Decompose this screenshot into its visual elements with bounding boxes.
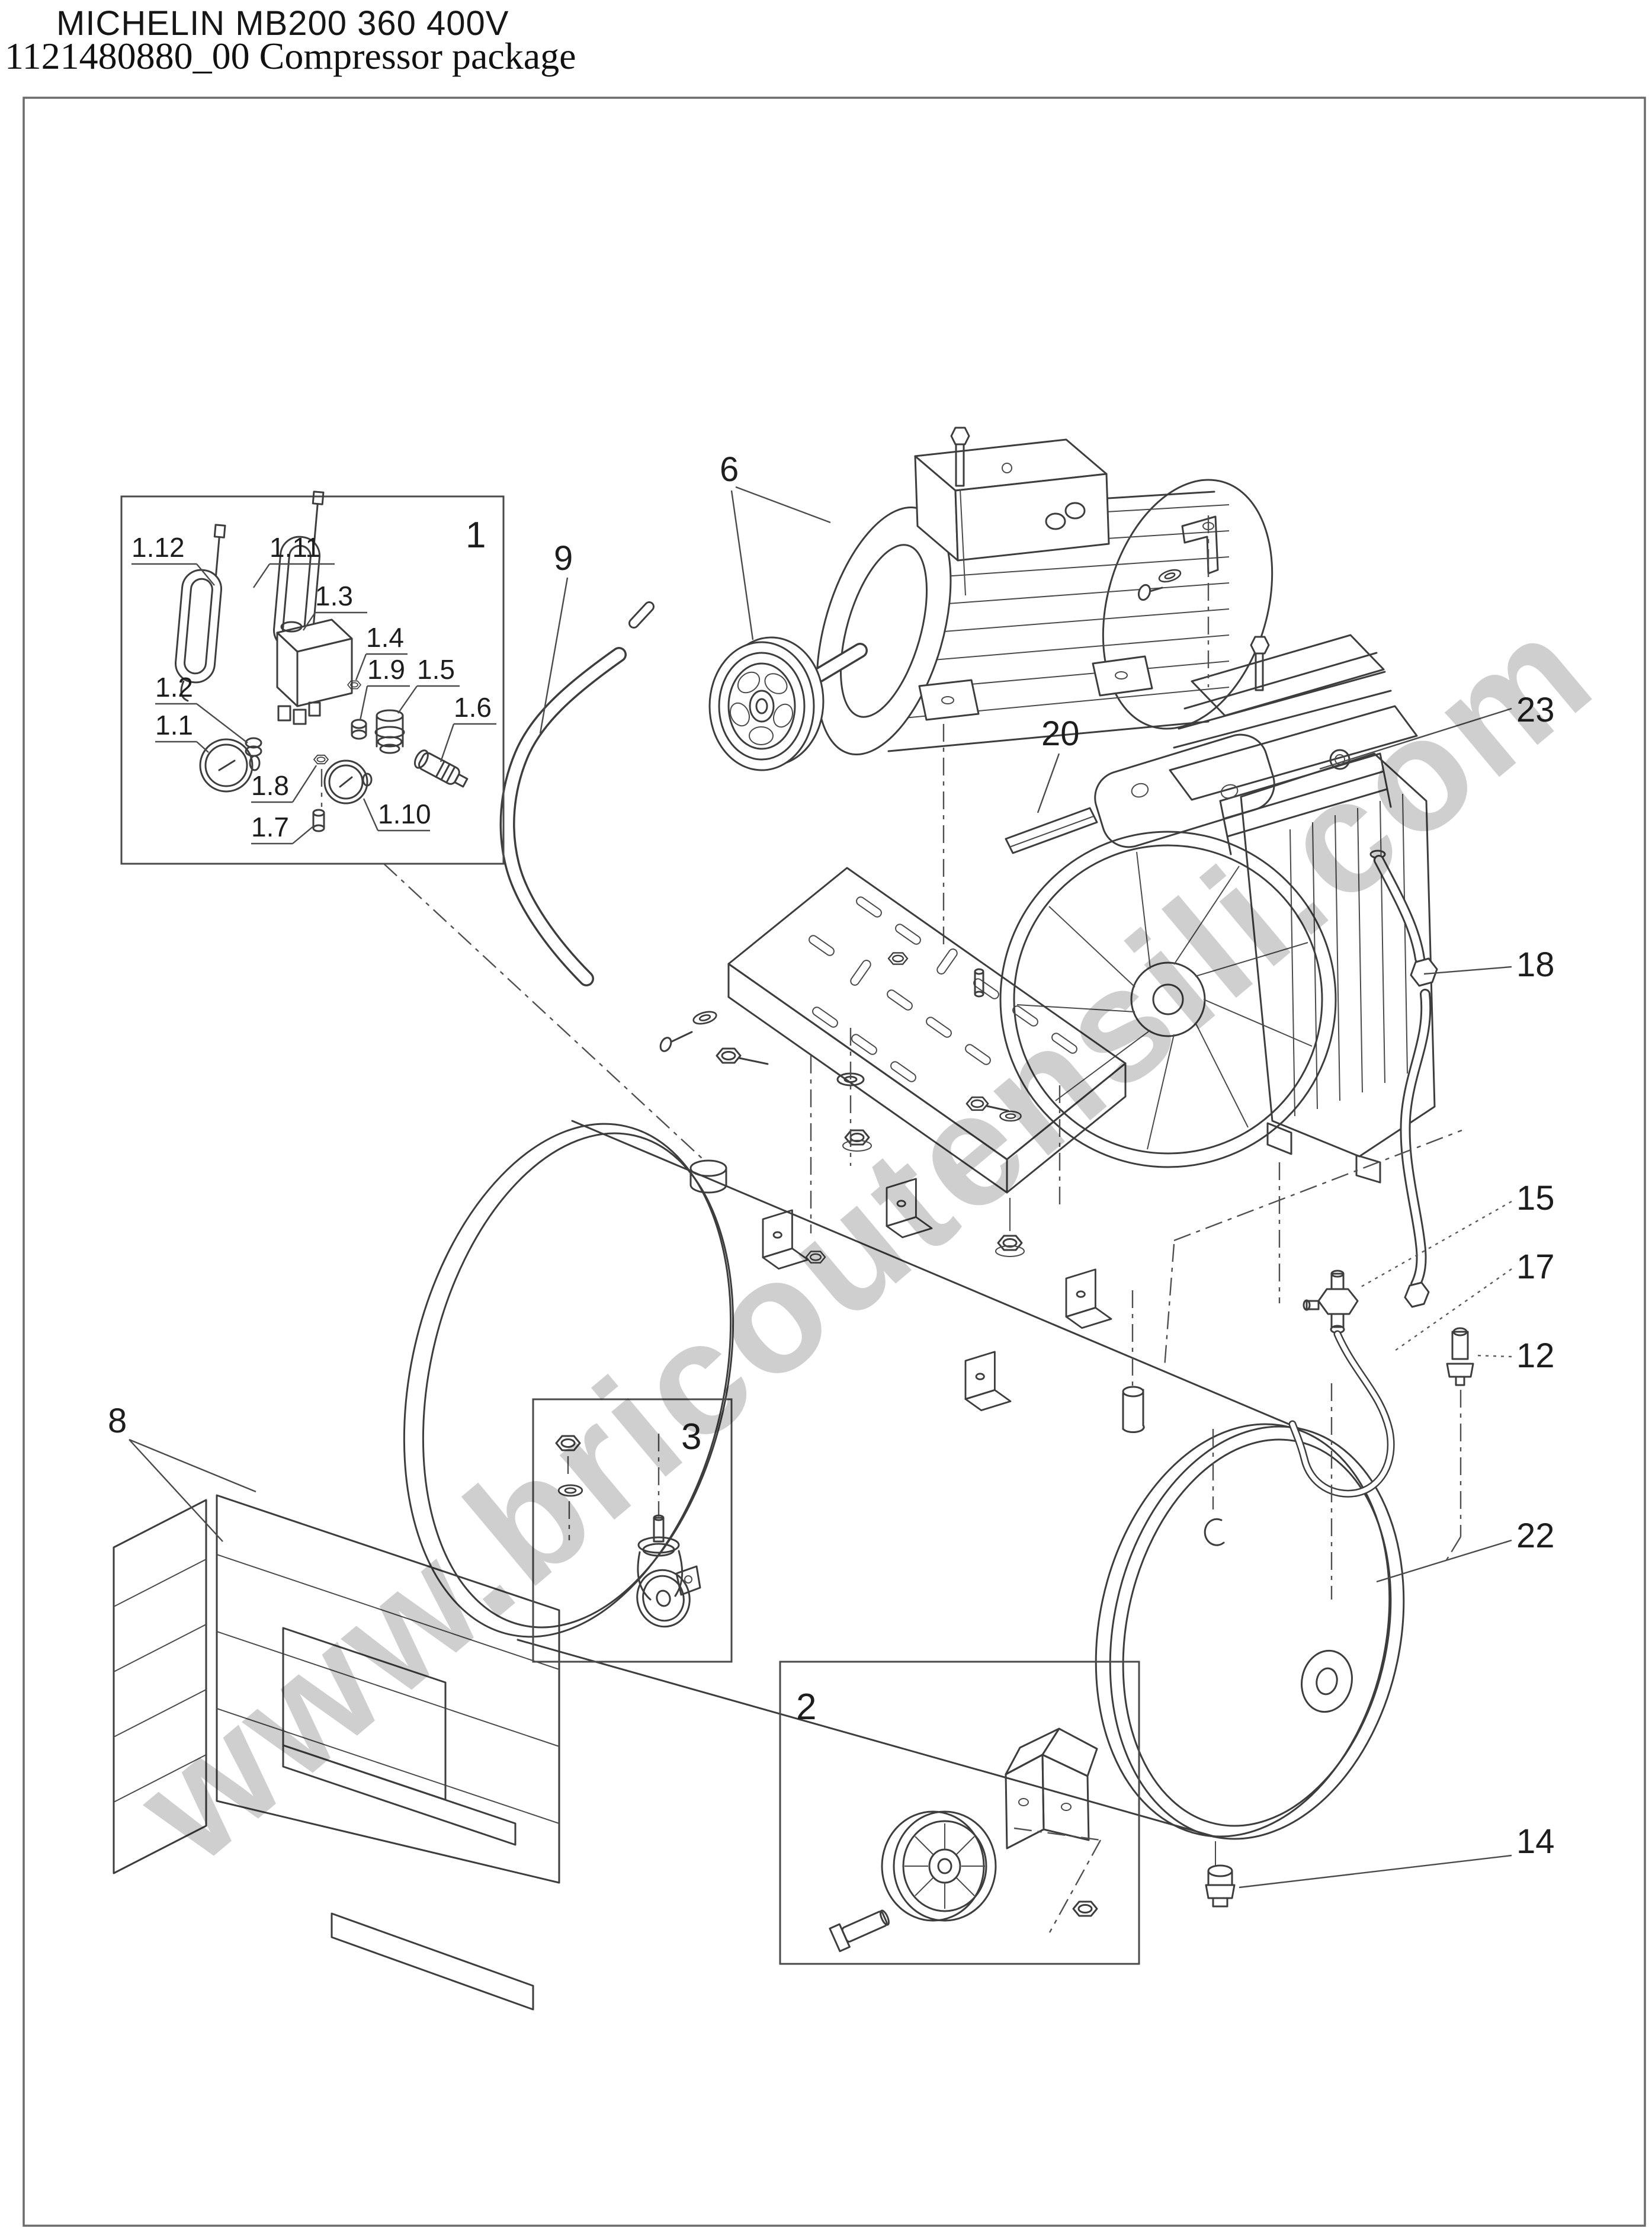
- callout-box3: 3: [681, 1416, 701, 1457]
- motor-terminal-box: [914, 438, 1110, 562]
- air-filter-plate: [1094, 733, 1275, 848]
- drain-fitting-12: [1443, 1327, 1474, 1565]
- callout-hose: 18: [1516, 945, 1555, 984]
- gauge-1-10: [323, 759, 373, 805]
- plate-screw-washer-bolt: [659, 1008, 769, 1065]
- document-subtitle: 1121480880_00 Compressor package: [5, 35, 576, 77]
- callout-1-11: 1.11: [270, 532, 320, 563]
- baseplate: [659, 867, 1281, 1303]
- callout-1-5: 1.5: [417, 654, 455, 685]
- drawing-border: [23, 97, 1646, 2227]
- regulator-1-5: [374, 709, 405, 754]
- air-tank: 22 14: [383, 863, 1555, 1908]
- quick-coupler-1-6: [413, 749, 469, 788]
- callout-1-4: 1.4: [366, 622, 404, 653]
- pump-unit: 20 23: [999, 515, 1555, 1184]
- handle-tube: 9: [499, 539, 655, 986]
- page-title: MICHELIN MB200 360 400V: [56, 4, 509, 43]
- guard-main-panel: [216, 1494, 560, 1884]
- callout-check-valve: 15: [1516, 1179, 1555, 1217]
- callout-1-3: 1.3: [315, 581, 353, 611]
- tank-port: [689, 1159, 727, 1194]
- plug-1-7: [312, 809, 325, 832]
- fitting-1-9: [351, 719, 367, 740]
- pump-bracket: [1137, 515, 1219, 687]
- clip: [1204, 1429, 1225, 1546]
- callout-key: 20: [1041, 714, 1080, 753]
- callout-1-7: 1.7: [251, 812, 289, 842]
- guard-back-panel: [113, 1499, 207, 1874]
- electric-motor: 6: [708, 427, 1274, 948]
- spacer-sleeve: [1122, 1290, 1145, 1434]
- callout-1-1: 1.1: [155, 710, 193, 741]
- guard-front-strip: [331, 1912, 534, 2011]
- axle-bolt: [829, 1909, 890, 1953]
- wheel-bracket: [1005, 1727, 1098, 1850]
- detail-box-caster: 3: [532, 1398, 733, 1663]
- callout-pump: 23: [1516, 691, 1555, 729]
- flywheel-key: 20: [1005, 714, 1098, 854]
- check-valve: [1303, 1270, 1359, 1334]
- drain-plug: [1205, 1841, 1236, 1908]
- callout-pipe: 17: [1516, 1248, 1555, 1286]
- callout-1-12: 1.12: [131, 532, 185, 563]
- callout-drain-fitting: 12: [1516, 1336, 1555, 1375]
- callout-handle: 9: [554, 539, 573, 578]
- gauge-1-1: [199, 738, 261, 793]
- motor-pulley: [708, 636, 825, 771]
- callout-plug: 14: [1516, 1822, 1555, 1861]
- caster-wheel: [636, 1514, 701, 1628]
- callout-1-8: 1.8: [251, 770, 289, 801]
- watermark: www.bricoutensili.com: [103, 579, 1625, 1898]
- callout-box1: 1: [466, 515, 486, 556]
- pump-head: [1169, 634, 1418, 801]
- wheel: [881, 1810, 997, 1922]
- callout-motor: 6: [720, 450, 739, 489]
- motor-bolt: [950, 427, 970, 596]
- belt-guard: 8: [108, 1402, 560, 2011]
- callout-1-10: 1.10: [378, 799, 431, 829]
- callout-tank: 22: [1516, 1517, 1555, 1555]
- flywheel-fan: [999, 831, 1337, 1168]
- callout-box2: 2: [796, 1687, 816, 1727]
- check-valve-group: 15 17 12: [1163, 1129, 1555, 1600]
- detail-box-wheel: 2: [779, 1661, 1140, 1965]
- detail-box-pressure-switch: 1: [120, 488, 505, 865]
- delivery-hose: 18: [1369, 850, 1555, 1308]
- callout-1-2: 1.2: [155, 672, 193, 703]
- pressure-switch: [276, 618, 353, 725]
- fitting-1-2: [245, 737, 262, 757]
- callout-guard: 8: [108, 1402, 127, 1440]
- callout-1-6: 1.6: [454, 692, 492, 723]
- callout-1-9: 1.9: [367, 654, 405, 685]
- guard-stud: [974, 968, 984, 998]
